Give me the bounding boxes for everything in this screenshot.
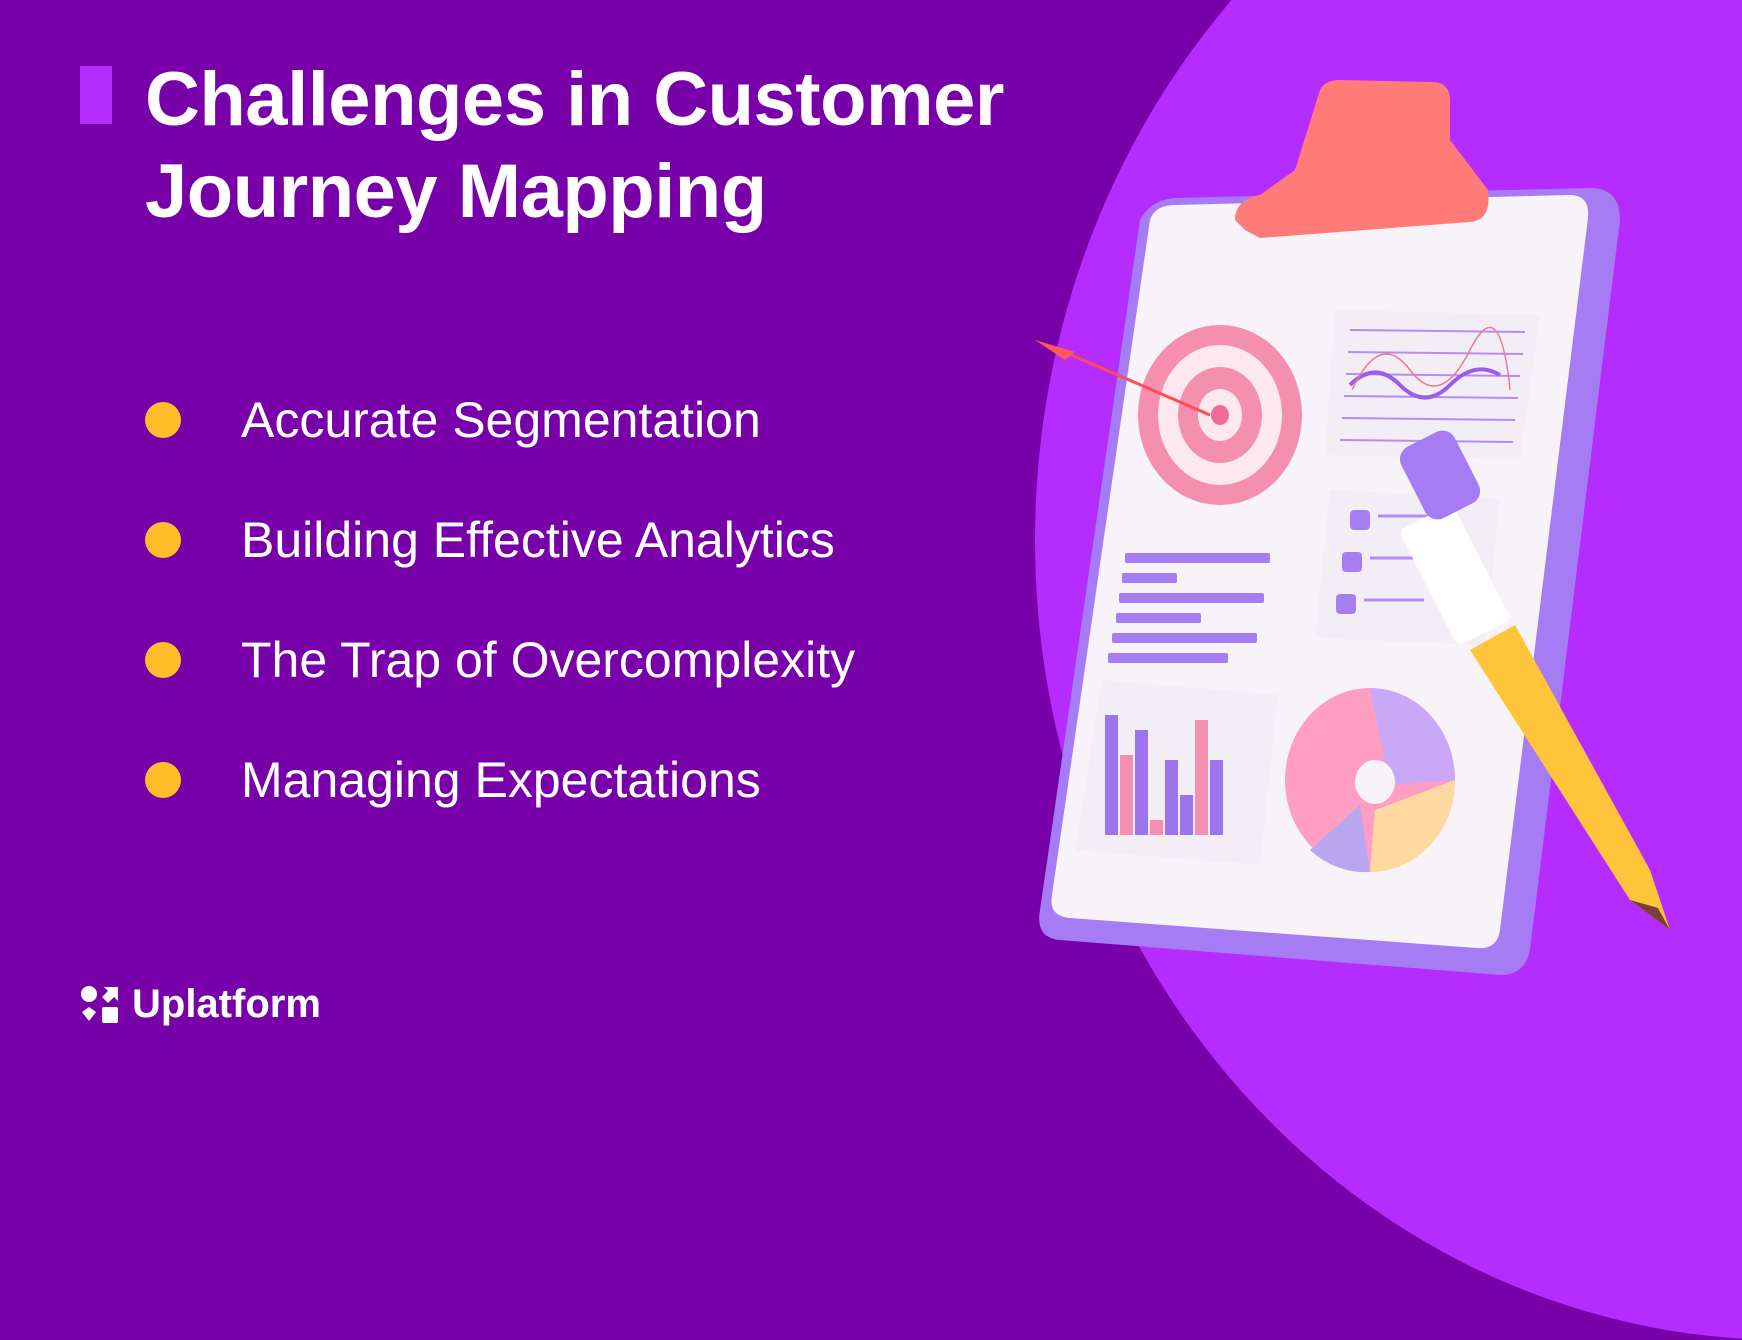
title-line-2: Journey Mapping [145,149,767,234]
text-lines-icon [1108,553,1270,663]
page-title: Challenges in Customer Journey Mapping [145,54,1145,238]
list-item: Building Effective Analytics [145,480,855,600]
bullet-dot-icon [145,522,181,558]
clipboard-analytics-icon [1035,80,1670,975]
bullet-dot-icon [145,402,181,438]
challenges-list: Accurate Segmentation Building Effective… [145,360,855,840]
donut-chart-icon [1285,688,1455,873]
pencil-icon [1399,430,1670,930]
list-item-label: The Trap of Overcomplexity [241,632,856,688]
bullet-dot-icon [145,642,181,678]
arrow-icon [1035,340,1211,417]
title-accent-bar [80,66,112,124]
list-item: Managing Expectations [145,720,855,840]
list-item-label: Building Effective Analytics [241,512,835,568]
clipboard-clip-icon [1235,80,1489,238]
line-chart-icon [1325,310,1540,460]
brand-name: Uplatform [132,982,321,1026]
title-line-1: Challenges in Customer [145,57,1004,142]
list-item-label: Accurate Segmentation [241,392,761,448]
list-item: The Trap of Overcomplexity [145,600,855,720]
uplatform-logo-icon [81,985,118,1023]
brand-logo: Uplatform [80,982,321,1027]
bar-chart-icon [1075,680,1278,865]
list-item: Accurate Segmentation [145,360,855,480]
bullet-dot-icon [145,762,181,798]
target-icon [1138,325,1302,505]
list-item-label: Managing Expectations [241,752,761,808]
